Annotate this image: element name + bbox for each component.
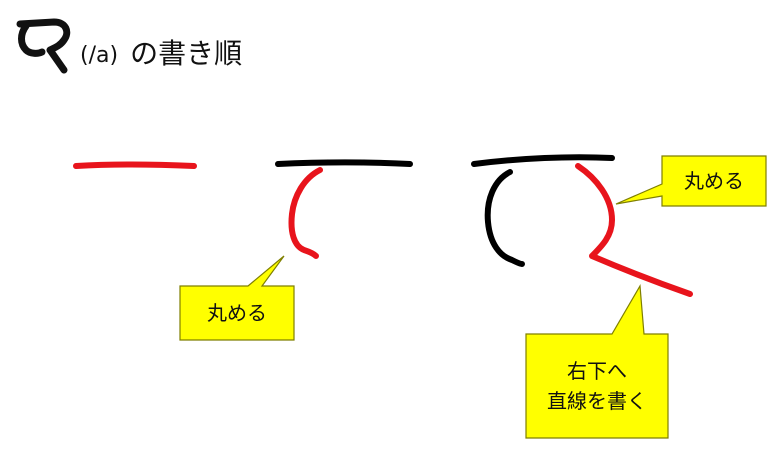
callout-3-bubble [525,284,669,439]
romaji-label: (/a) [80,43,119,68]
step-2-stroke-curve [288,167,323,259]
callout-2-bubble [615,155,767,207]
callout-1-text: 丸める [207,301,267,325]
step-1 [73,161,197,169]
step-3 [471,154,693,297]
thai-letter-glyph-icon [16,18,71,74]
step-3-stroke-red [575,163,693,297]
callout-3-line-2: 直線を書く [547,389,647,413]
step-3-stroke-black-curve [484,169,525,267]
step-2 [275,159,413,259]
callout-3-line-1: 右下へ [567,359,627,383]
callout-2-text: 丸める [684,169,744,193]
callout-3-text: 右下へ 直線を書く [526,356,668,416]
title-text: の書き順 [130,37,243,70]
step-1-stroke-horizontal [73,161,197,169]
step-2-stroke-horizontal [275,159,413,167]
step-3-stroke-horizontal [471,154,615,167]
page-title: (/a) の書き順 [14,14,242,74]
callout-1-bubble [179,255,295,341]
